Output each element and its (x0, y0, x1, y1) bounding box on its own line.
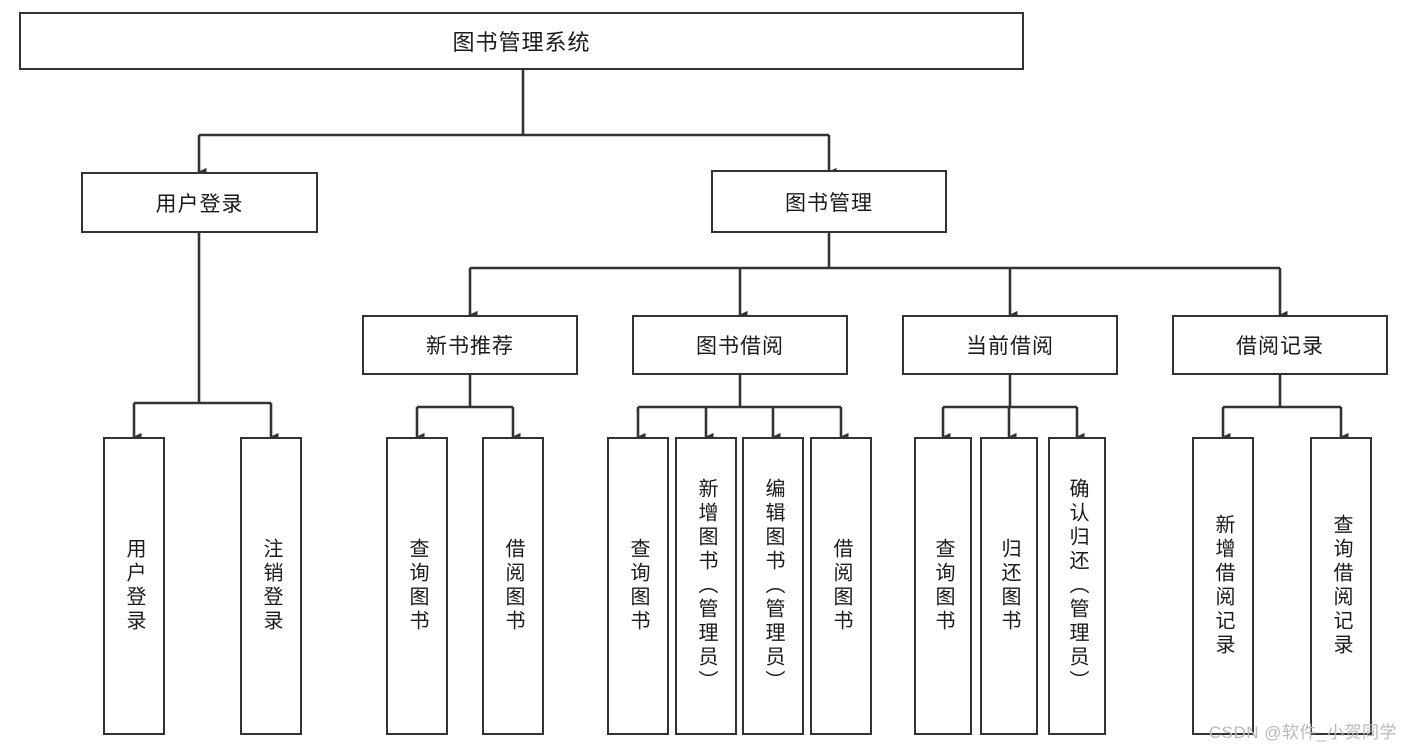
node-leaf-edit-book-label: 编辑图书（管理员） (762, 478, 784, 694)
node-leaf-query-book-3[interactable]: 查询图书 (914, 437, 972, 735)
node-borrow_record-label: 借阅记录 (1236, 335, 1324, 358)
node-leaf-logout-label: 注销登录 (260, 538, 282, 634)
node-leaf-logout[interactable]: 注销登录 (240, 437, 302, 735)
node-current_borrow[interactable]: 当前借阅 (902, 315, 1118, 375)
node-user_login-label: 用户登录 (155, 192, 244, 216)
node-book_manage-label: 图书管理 (785, 191, 873, 215)
node-leaf-user-login-label: 用户登录 (123, 538, 145, 634)
node-leaf-add-book[interactable]: 新增图书（管理员） (675, 437, 737, 735)
node-current_borrow-label: 当前借阅 (966, 335, 1054, 358)
node-root[interactable]: 图书管理系统 (19, 12, 1024, 70)
node-leaf-query-book-2[interactable]: 查询图书 (607, 437, 669, 735)
node-leaf-query-record-label: 查询借阅记录 (1330, 514, 1352, 658)
node-leaf-borrow-book-1-label: 借阅图书 (502, 538, 524, 634)
node-borrow_record[interactable]: 借阅记录 (1172, 315, 1388, 375)
node-leaf-edit-book[interactable]: 编辑图书（管理员） (742, 437, 804, 735)
node-leaf-query-record[interactable]: 查询借阅记录 (1310, 437, 1372, 735)
node-leaf-confirm-return-label: 确认归还（管理员） (1066, 478, 1088, 694)
node-book_manage[interactable]: 图书管理 (711, 170, 947, 233)
node-book_borrow-label: 图书借阅 (696, 335, 784, 358)
node-leaf-borrow-book-1[interactable]: 借阅图书 (482, 437, 544, 735)
node-leaf-borrow-book-2-label: 借阅图书 (830, 538, 852, 634)
node-leaf-confirm-return[interactable]: 确认归还（管理员） (1048, 437, 1106, 735)
node-leaf-return-book-label: 归还图书 (998, 538, 1020, 634)
node-leaf-add-book-label: 新增图书（管理员） (695, 478, 717, 694)
node-leaf-add-record[interactable]: 新增借阅记录 (1192, 437, 1254, 735)
node-leaf-query-book-1-label: 查询图书 (406, 538, 428, 634)
node-leaf-borrow-book-2[interactable]: 借阅图书 (810, 437, 872, 735)
node-leaf-return-book[interactable]: 归还图书 (980, 437, 1038, 735)
node-leaf-add-record-label: 新增借阅记录 (1212, 514, 1234, 658)
node-root-label: 图书管理系统 (452, 30, 591, 55)
node-new_book_rec-label: 新书推荐 (426, 335, 514, 358)
node-new_book_rec[interactable]: 新书推荐 (362, 315, 578, 375)
node-book_borrow[interactable]: 图书借阅 (632, 315, 848, 375)
node-leaf-query-book-2-label: 查询图书 (627, 538, 649, 634)
node-leaf-query-book-3-label: 查询图书 (932, 538, 954, 634)
node-leaf-user-login[interactable]: 用户登录 (103, 437, 165, 735)
node-leaf-query-book-1[interactable]: 查询图书 (386, 437, 448, 735)
node-user_login[interactable]: 用户登录 (81, 172, 318, 233)
